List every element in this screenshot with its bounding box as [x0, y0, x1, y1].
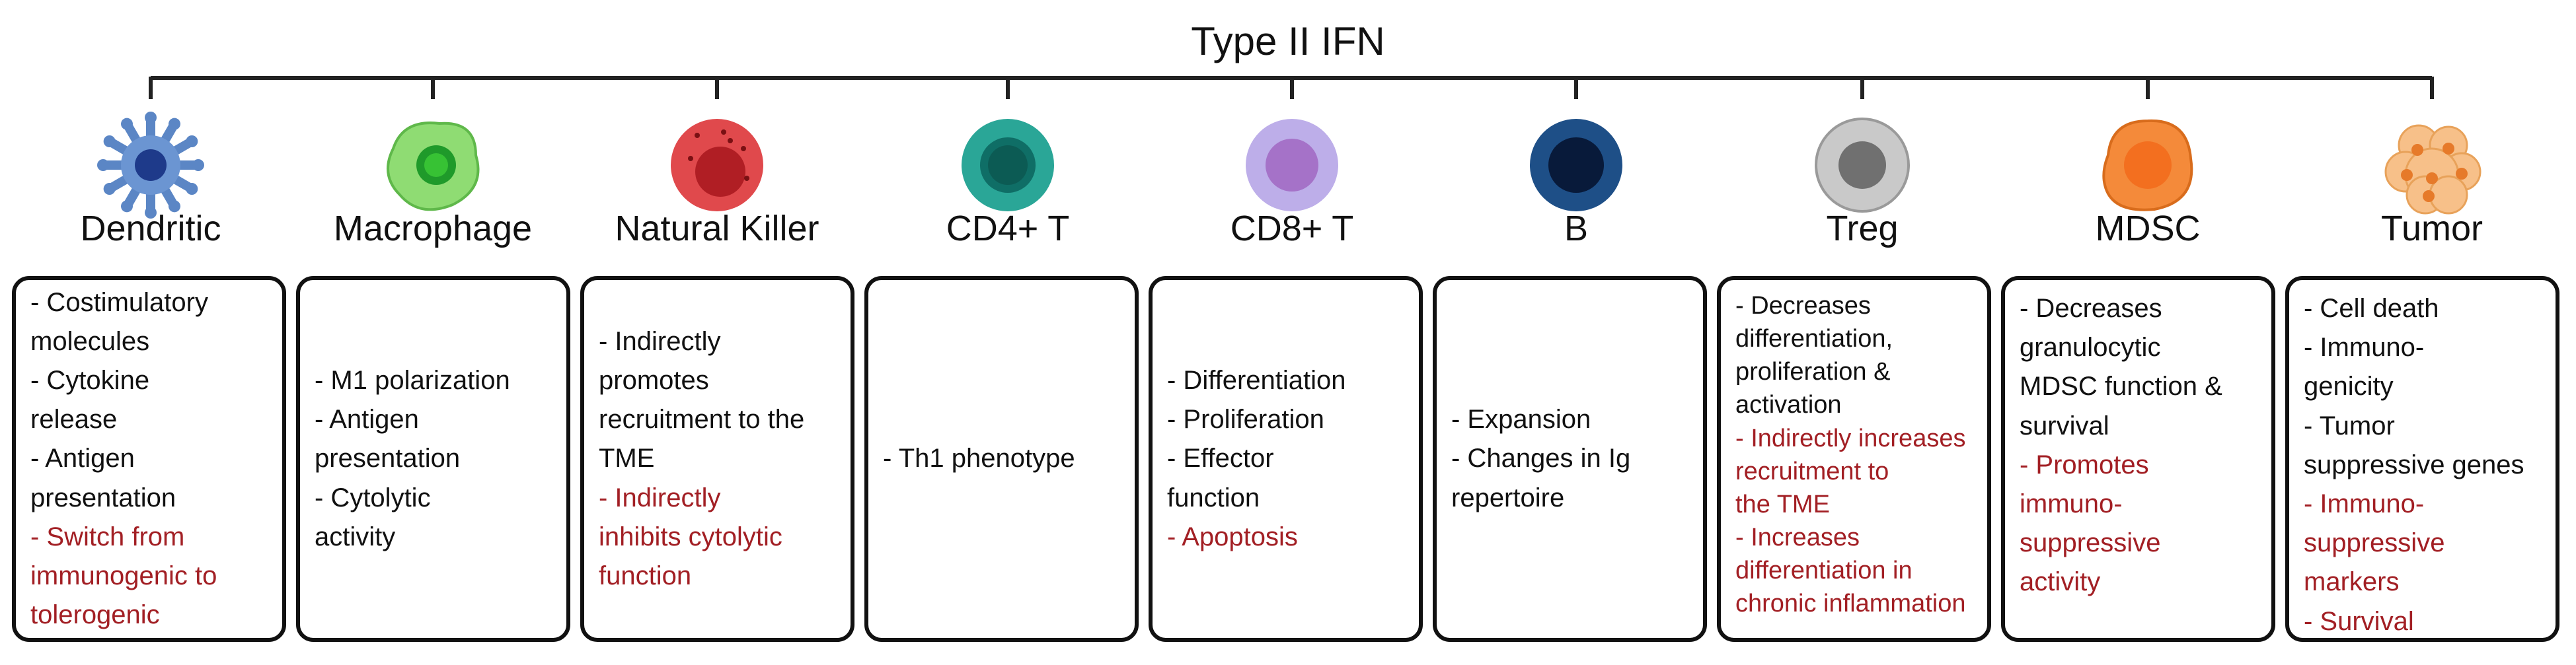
positive-effect-line: - Immuno-: [2304, 333, 2425, 363]
positive-effect-line: - Tumor: [2304, 411, 2395, 440]
cell-type-label: CD4+ T: [946, 209, 1070, 248]
effects-box: - Cell death - Immuno-genicity - Tumor supp…: [2285, 276, 2559, 642]
positive-effect-line: presentation: [30, 483, 176, 512]
effects-box: - M1 polarization - Antigen presentation - …: [296, 276, 570, 642]
effects-box: - Costimulatory molecules - Cytokine releas…: [12, 276, 286, 642]
cell-type-label: MDSC: [2095, 209, 2201, 248]
effects-box: - Differentiation - Proliferation - Effect…: [1149, 276, 1423, 642]
negative-effect-line: differentiation in: [1735, 557, 1913, 585]
positive-effect-line: presentation: [315, 444, 461, 473]
positive-effect-line: function: [1167, 483, 1260, 512]
cell-type-label: Natural Killer: [615, 209, 819, 248]
negative-effect-line: - Indirectly increases: [1735, 424, 1966, 452]
positive-effect-line: MDSC function &: [2020, 372, 2222, 402]
positive-effect-line: - Indirectly: [599, 326, 721, 356]
negative-effect-line: - Apoptosis: [1167, 522, 1298, 551]
natural-killer-cell-icon: [671, 119, 763, 211]
negative-effect-line: suppressive: [2304, 528, 2445, 558]
positive-effect-line: - Decreases: [1735, 292, 1871, 320]
effects-box: - Expansion - Changes in Ig repertoire: [1433, 276, 1707, 642]
negative-effect-line: - Immuno-: [2304, 489, 2425, 518]
negative-effect-line: tolerogenic: [30, 600, 160, 630]
positive-effect-line: TME: [599, 444, 655, 473]
cell-type-label: Tumor: [2380, 209, 2483, 248]
negative-effect-line: function: [599, 561, 692, 590]
treg-cell-icon: [1815, 118, 1910, 213]
negative-effect-line: markers: [2304, 567, 2400, 597]
negative-effect-line: activity: [2020, 567, 2101, 597]
positive-effect-line: - Cell death: [2304, 294, 2439, 323]
negative-effect-line: - Survival: [2304, 606, 2414, 636]
macrophage-cell-icon: [387, 122, 480, 211]
positive-effect-line: molecules: [30, 326, 150, 356]
positive-effect-line: promotes: [599, 366, 709, 396]
positive-effect-line: - Antigen: [315, 405, 419, 435]
positive-effect-line: - Expansion: [1451, 405, 1591, 435]
positive-effect-line: - Decreases: [2020, 294, 2162, 323]
positive-effect-line: suppressive genes: [2304, 450, 2524, 479]
negative-effect-line: immunogenic to: [30, 561, 217, 590]
positive-effect-line: - Cytokine: [30, 366, 150, 396]
tumor-cell-icon: [2384, 124, 2481, 215]
mdsc-cell-icon: [2102, 119, 2193, 211]
positive-effect-line: survival: [2020, 411, 2109, 440]
negative-effect-line: recruitment to: [1735, 457, 1889, 485]
negative-effect-line: the TME: [1735, 490, 1830, 518]
effects-box: - Decreases differentiation, proliferation…: [1717, 276, 1991, 642]
positive-effect-line: - M1 polarization: [315, 366, 510, 396]
positive-effect-line: - Antigen: [30, 444, 135, 473]
negative-effect-line: immuno-: [2020, 489, 2123, 518]
positive-effect-line: proliferation &: [1735, 358, 1891, 386]
diagram-title: Type II IFN: [1191, 19, 1385, 63]
negative-effect-line: - Increases: [1735, 524, 1860, 552]
negative-effect-line: - Promotes: [2020, 450, 2149, 479]
positive-effect-line: - Cytolytic: [315, 483, 431, 512]
cell-type-label: Dendritic: [80, 209, 221, 248]
positive-effect-line: - Th1 phenotype: [883, 444, 1075, 473]
negative-effect-line: suppressive: [2020, 528, 2161, 558]
negative-effect-line: chronic inflammation: [1735, 590, 1966, 618]
positive-effect-line: activation: [1735, 391, 1842, 419]
dendritic-cell-icon: [97, 112, 204, 219]
cell-type-label: B: [1564, 209, 1589, 248]
positive-effect-line: recruitment to the: [599, 405, 805, 435]
negative-effect-line: - Switch from: [30, 522, 185, 551]
effects-box: - Th1 phenotype: [864, 276, 1139, 642]
positive-effect-line: - Effector: [1167, 444, 1274, 473]
positive-effect-line: differentiation,: [1735, 325, 1893, 353]
positive-effect-line: - Costimulatory: [30, 287, 208, 317]
cell-type-label: Treg: [1826, 209, 1899, 248]
positive-effect-line: activity: [315, 522, 396, 551]
cd8-t-cell-icon: [1246, 119, 1338, 211]
b-cell-icon: [1530, 119, 1622, 211]
positive-effect-line: repertoire: [1451, 483, 1565, 512]
positive-effect-line: - Differentiation: [1167, 366, 1346, 396]
cell-type-label: CD8+ T: [1230, 209, 1354, 248]
negative-effect-line: - Indirectly: [599, 483, 721, 512]
positive-effect-line: genicity: [2304, 372, 2394, 402]
positive-effect-line: granulocytic: [2020, 333, 2161, 363]
cell-type-label: Macrophage: [333, 209, 533, 248]
positive-effect-line: - Proliferation: [1167, 405, 1324, 435]
negative-effect-line: inhibits cytolytic: [599, 522, 782, 551]
positive-effect-line: release: [30, 405, 118, 435]
positive-effect-line: - Changes in Ig: [1451, 444, 1631, 473]
cd4-t-cell-icon: [962, 119, 1054, 211]
